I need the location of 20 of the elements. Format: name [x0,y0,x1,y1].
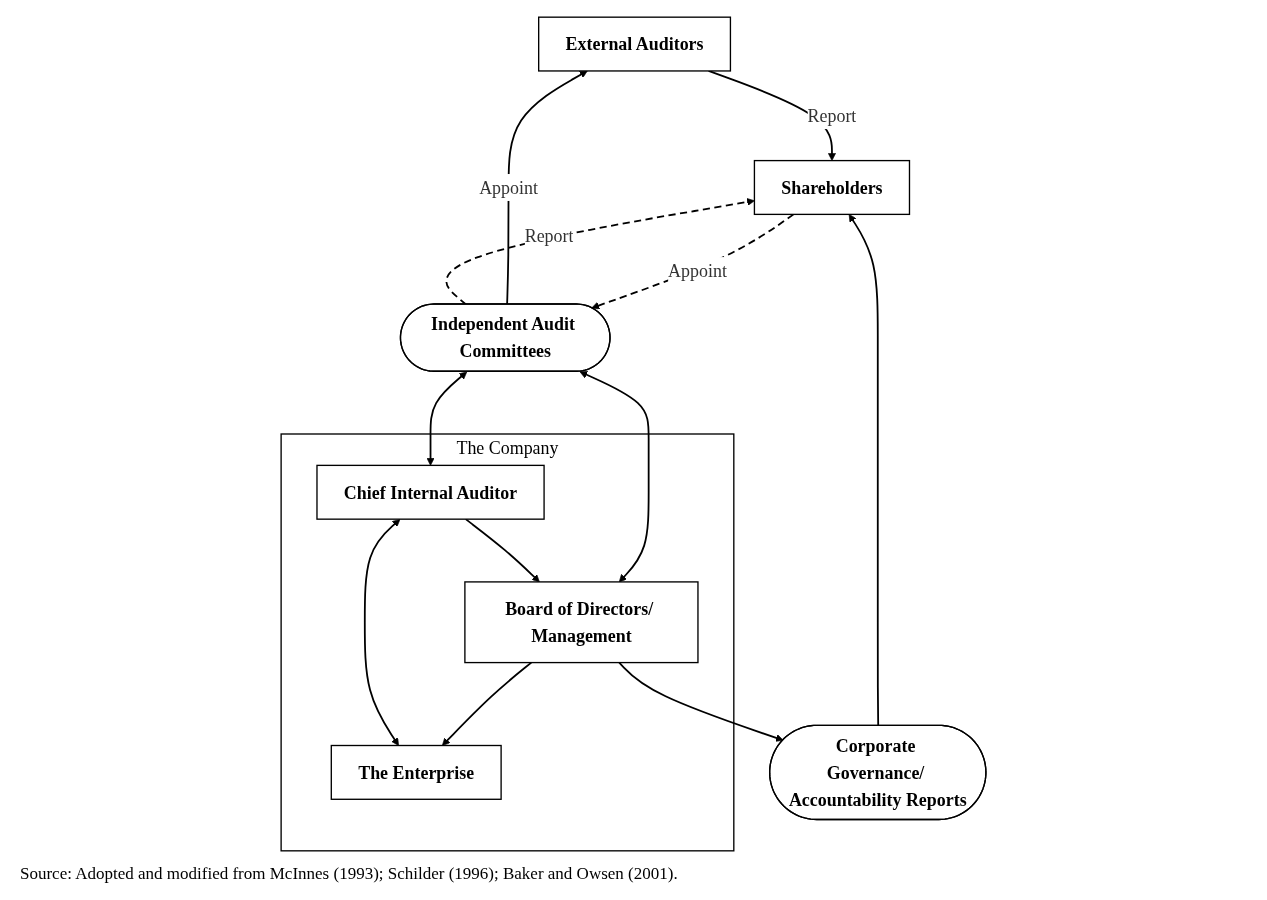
arrow [579,371,650,583]
node-box: Shareholders [753,159,911,216]
arrow [426,371,468,466]
arrow [441,661,533,746]
arrow [848,214,880,727]
arrow [363,519,401,746]
source-caption: Source: Adopted and modified from McInnes (1993); Schilder (1996); Baker and Owsen (2001). [20,864,679,884]
arrow [445,198,755,306]
edge-label: Appoint [668,260,727,281]
node-box: Chief Internal Auditor [316,464,545,520]
arrow [591,213,795,310]
node-box: The Enterprise [330,744,502,800]
edge-label: Report [524,226,574,246]
node-box: External Auditors [538,16,732,72]
arrow [464,518,540,583]
node-box: Board of Directors/ Management [464,581,699,664]
edge-label: Appoint [479,177,538,198]
edge-label: Report [807,105,857,126]
arrow [618,661,784,742]
arrow [506,70,588,306]
